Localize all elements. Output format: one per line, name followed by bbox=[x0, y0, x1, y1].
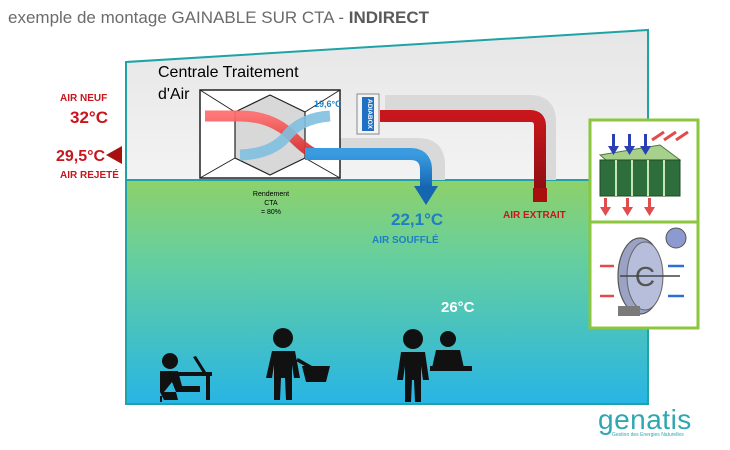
gray-duct bbox=[385, 95, 556, 180]
air-extrait-end bbox=[533, 188, 547, 202]
adiabox-label-bg bbox=[362, 97, 374, 131]
air-souffle-temp: 22,1°C bbox=[391, 210, 444, 229]
person-counter-icon bbox=[430, 331, 472, 371]
room-temp: 26°C bbox=[441, 299, 475, 316]
air-neuf-label: AIR NEUF bbox=[60, 93, 108, 104]
room-space bbox=[125, 179, 649, 405]
air-neuf-temp: 32°C bbox=[70, 108, 108, 127]
title-prefix: exemple de montage bbox=[8, 8, 172, 27]
air-extrait-duct bbox=[380, 110, 546, 195]
brand-logo: genatis bbox=[598, 404, 692, 435]
gray-duct-2 bbox=[305, 138, 445, 180]
air-rejete-temp: 29,5°C bbox=[56, 148, 106, 165]
rotary-wheel-icon: C bbox=[600, 227, 687, 316]
plate-exchanger-icon bbox=[598, 130, 689, 216]
rendement-line1: Rendement bbox=[252, 191, 290, 198]
person-desk-icon bbox=[160, 353, 212, 402]
air-rejete-arrow bbox=[106, 146, 122, 164]
air-rejete-label: AIR REJETÉ bbox=[60, 170, 119, 181]
air-souffle-arrow bbox=[414, 186, 438, 205]
cta-label-line2: d'Air bbox=[158, 86, 190, 103]
brand-tagline: Gestion des Energies Naturelles bbox=[612, 432, 684, 438]
person-standing-icon bbox=[397, 329, 429, 402]
person-shopping-icon bbox=[266, 328, 330, 400]
air-souffle-duct bbox=[305, 148, 432, 188]
title-middle: GAINABLE SUR CTA - bbox=[171, 8, 349, 27]
page-title: exemple de montage GAINABLE SUR CTA - IN… bbox=[8, 8, 429, 28]
mix-temp: 19,6°C bbox=[314, 99, 342, 109]
adiabox-label: ADIABOX bbox=[366, 99, 373, 130]
rendement-line3: = 80% bbox=[260, 209, 282, 216]
title-bold: INDIRECT bbox=[348, 8, 430, 27]
rendement-line2: CTA bbox=[264, 200, 278, 207]
air-extrait-label: AIR EXTRAIT bbox=[503, 210, 566, 221]
cta-label-line1: Centrale Traitement bbox=[158, 64, 299, 81]
air-souffle-label: AIR SOUFFLÉ bbox=[372, 235, 439, 246]
